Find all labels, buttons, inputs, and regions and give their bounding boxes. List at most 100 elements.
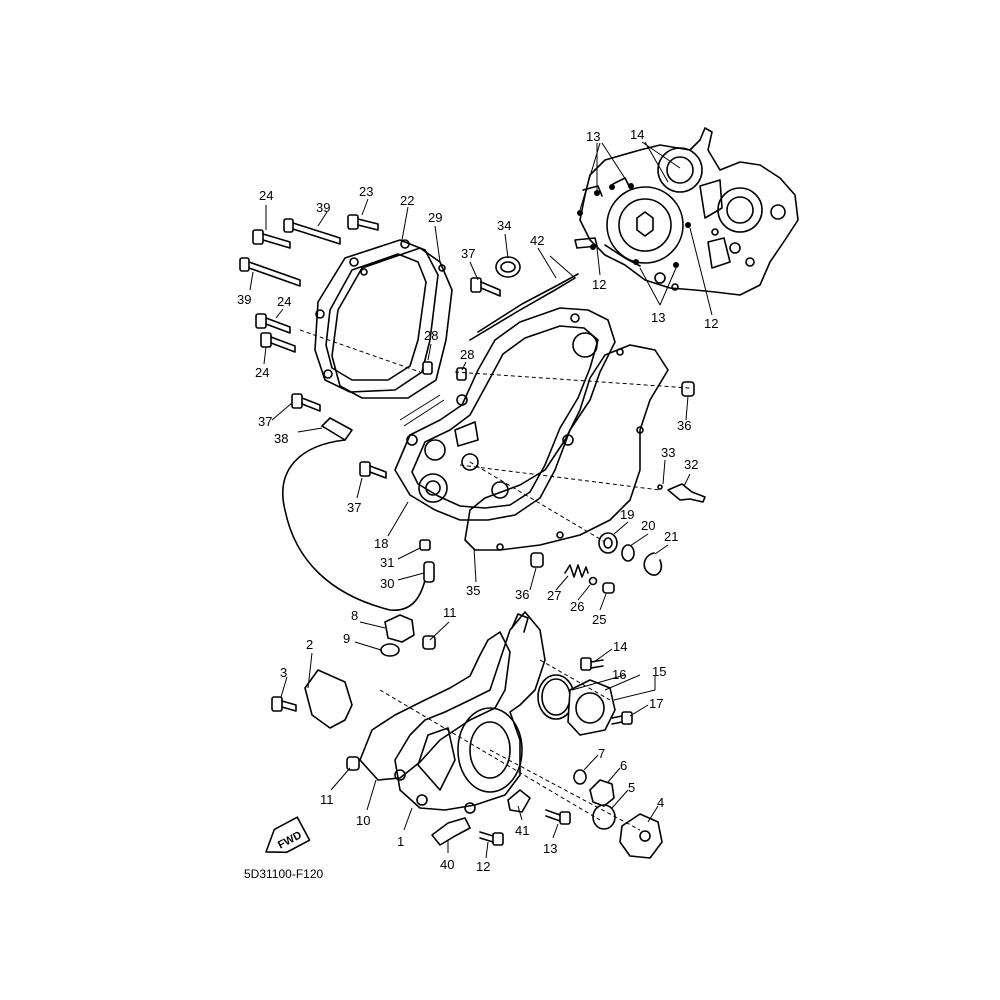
crankcase-cover-middle <box>394 307 616 521</box>
clutch-cover-bolts <box>239 214 379 353</box>
callout-21: 21 <box>664 529 678 544</box>
callout-38: 38 <box>274 431 288 446</box>
callout-13: 13 <box>586 129 600 144</box>
plug <box>589 779 615 807</box>
bolt <box>492 832 504 846</box>
callout-2: 2 <box>306 637 313 652</box>
clutch-cover-gasket <box>331 247 453 399</box>
callout-24: 24 <box>255 365 269 380</box>
callout-36: 36 <box>677 418 691 433</box>
crankcase-gasket-lower <box>359 631 511 781</box>
callout-31: 31 <box>380 555 394 570</box>
callout-41: 41 <box>515 823 529 838</box>
crankcase-cover-lower <box>394 611 546 814</box>
callout-23: 23 <box>359 184 373 199</box>
callout-42: 42 <box>530 233 544 248</box>
clamp <box>321 417 353 441</box>
dowel-pin <box>422 635 436 650</box>
callout-32: 32 <box>684 457 698 472</box>
callout-20: 20 <box>641 518 655 533</box>
callout-35: 35 <box>466 583 480 598</box>
callout-24: 24 <box>277 294 291 309</box>
callout-12: 12 <box>476 859 490 874</box>
callout-25: 25 <box>592 612 606 627</box>
callout-33: 33 <box>661 445 675 460</box>
callout-8: 8 <box>351 608 358 623</box>
callout-12: 12 <box>704 316 718 331</box>
callout-11: 11 <box>320 792 334 807</box>
callout-3: 3 <box>280 665 287 680</box>
bolt <box>359 461 371 477</box>
callout-11: 11 <box>443 605 457 620</box>
dowel-pin <box>530 552 544 568</box>
callout-15: 15 <box>652 664 666 679</box>
bolt <box>621 711 633 725</box>
callout-16: 16 <box>612 667 626 682</box>
callout-39: 39 <box>237 292 251 307</box>
circlip <box>643 552 663 576</box>
callout-12: 12 <box>592 277 606 292</box>
clamp <box>431 817 471 846</box>
hose <box>469 273 579 341</box>
callout-5: 5 <box>628 780 635 795</box>
callout-37: 37 <box>258 414 272 429</box>
callout-40: 40 <box>440 857 454 872</box>
diagram-code: 5D31100-F120 <box>244 867 323 881</box>
callout-22: 22 <box>400 193 414 208</box>
callout-19: 19 <box>620 507 634 522</box>
pipe <box>423 561 435 583</box>
callout-6: 6 <box>620 758 627 773</box>
callout-37: 37 <box>461 246 475 261</box>
oil-seal <box>495 256 521 278</box>
callout-1: 1 <box>397 834 404 849</box>
oil-seal <box>598 532 618 554</box>
engine-overview <box>574 127 799 296</box>
plug <box>602 582 615 594</box>
drain-plug <box>384 614 415 643</box>
clutch-cover <box>314 239 439 393</box>
dowel-pin <box>422 361 433 375</box>
clamp <box>507 789 531 813</box>
dowel-pin <box>456 367 467 381</box>
callout-34: 34 <box>497 218 511 233</box>
crankcase-gasket-middle <box>464 344 669 551</box>
cover <box>567 679 616 736</box>
callout-labels: 13 14 12 13 12 24 39 23 22 29 34 42 37 3… <box>237 127 718 874</box>
spring <box>564 564 589 578</box>
callout-14: 14 <box>613 639 627 654</box>
callout-26: 26 <box>570 599 584 614</box>
bolt <box>580 657 592 671</box>
callout-4: 4 <box>657 795 664 810</box>
callout-13: 13 <box>651 310 665 325</box>
leader-lines <box>249 141 713 859</box>
callout-28: 28 <box>424 328 438 343</box>
dowel-pin <box>681 381 695 397</box>
callout-29: 29 <box>428 210 442 225</box>
ball <box>588 576 598 586</box>
fwd-label: FWD <box>276 829 304 851</box>
callout-24: 24 <box>259 188 273 203</box>
callout-36: 36 <box>515 587 529 602</box>
callout-14: 14 <box>630 127 644 142</box>
o-ring <box>592 804 616 830</box>
callout-28: 28 <box>460 347 474 362</box>
o-ring <box>380 643 400 657</box>
callout-10: 10 <box>356 813 370 828</box>
bolt <box>271 696 283 712</box>
callout-18: 18 <box>374 536 388 551</box>
dowel-pin <box>346 756 360 771</box>
callout-30: 30 <box>380 576 394 591</box>
callout-7: 7 <box>598 746 605 761</box>
callout-39: 39 <box>316 200 330 215</box>
callout-9: 9 <box>343 631 350 646</box>
plate <box>304 669 353 729</box>
screw <box>667 483 706 503</box>
plug <box>619 813 663 859</box>
callout-17: 17 <box>649 696 663 711</box>
bolt <box>559 811 571 825</box>
callout-37: 37 <box>347 500 361 515</box>
pipe-fitting <box>419 539 431 551</box>
callout-27: 27 <box>547 588 561 603</box>
bolt <box>291 393 303 409</box>
